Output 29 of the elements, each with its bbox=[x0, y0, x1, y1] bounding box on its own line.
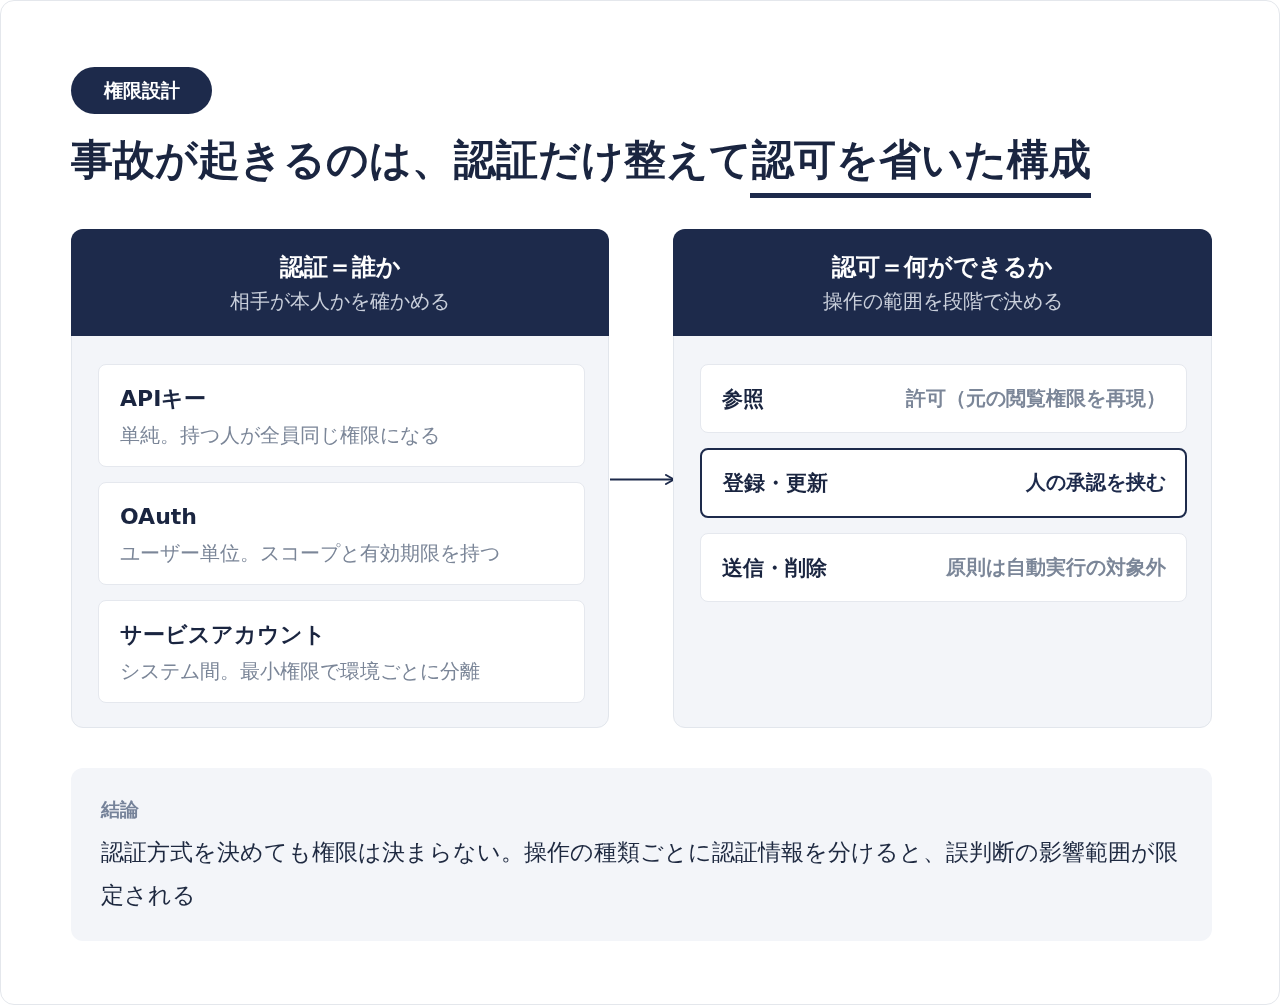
operation-label: 送信・削除 bbox=[722, 554, 827, 582]
page-title: 事故が起きるのは、認証だけ整えて認可を省いた構成 bbox=[71, 135, 1091, 185]
operation-label: 登録・更新 bbox=[723, 470, 828, 497]
permission-note: 許可（元の閲覧権限を再現） bbox=[906, 385, 1166, 412]
permission-note: 人の承認を挟む bbox=[1026, 470, 1166, 496]
panel-subtitle: 操作の範囲を段階で決める bbox=[822, 287, 1063, 315]
card-description: 単純。持つ人が全員同じ権限になる bbox=[120, 422, 441, 449]
panel-subtitle: 相手が本人かを確かめる bbox=[230, 287, 450, 315]
card-title: サービスアカウント bbox=[120, 621, 327, 649]
panel-title: 認可＝何ができるか bbox=[832, 251, 1053, 283]
method-card bbox=[98, 364, 585, 467]
permission-row bbox=[700, 364, 1187, 433]
method-card bbox=[98, 600, 585, 703]
operation-label: 参照 bbox=[722, 385, 764, 413]
permission-row bbox=[700, 533, 1187, 602]
permission-note: 原則は自動実行の対象外 bbox=[946, 554, 1166, 581]
comparison-panel bbox=[71, 229, 609, 728]
panel-title: 認証＝誰か bbox=[279, 251, 401, 283]
conclusion-text: 認証方式を決めても権限は決まらない。操作の種類ごとに認証情報を分けると、誤判断の影響範囲が限定される bbox=[101, 838, 1179, 910]
arrow bbox=[609, 474, 675, 485]
comparison-panel bbox=[673, 229, 1212, 728]
card-title: APIキー bbox=[120, 385, 208, 413]
permission-row bbox=[700, 448, 1187, 518]
conclusion-label: 結論 bbox=[101, 797, 140, 822]
card-title: OAuth bbox=[120, 503, 198, 531]
method-card bbox=[98, 482, 585, 585]
card-description: システム間。最小権限で環境ごとに分離 bbox=[120, 658, 481, 685]
category-tag: 権限設計 bbox=[71, 67, 212, 114]
card-description: ユーザー単位。スコープと有効期限を持つ bbox=[120, 540, 501, 567]
